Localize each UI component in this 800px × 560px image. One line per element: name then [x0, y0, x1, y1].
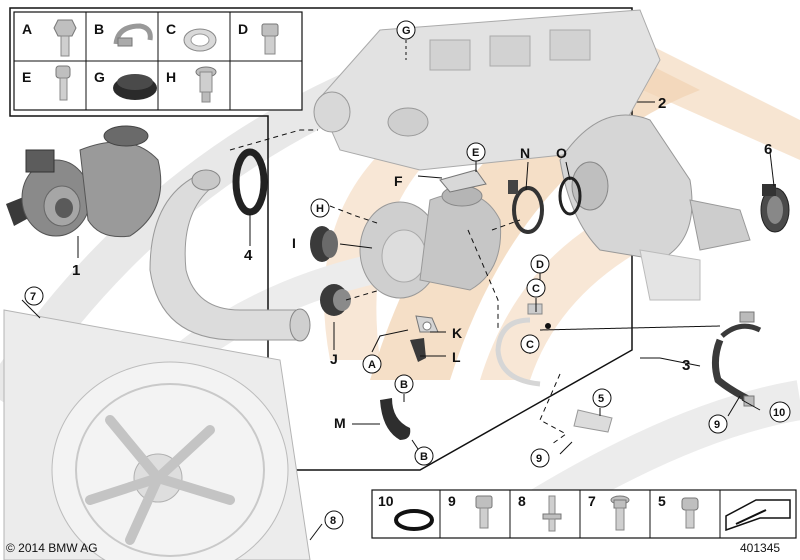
svg-text:A: A: [368, 359, 376, 371]
svg-text:B: B: [420, 451, 428, 463]
v-band-clamp-6: [760, 184, 790, 233]
svg-text:D: D: [536, 259, 544, 271]
svg-text:C: C: [532, 283, 540, 295]
legend-letter-g: G: [94, 69, 105, 85]
assembly-frame: [9, 7, 633, 471]
turbocharger-center: [359, 185, 502, 299]
callout-m: M: [334, 415, 346, 431]
bolt-icon: [53, 19, 77, 57]
callout-a: A: [362, 354, 382, 374]
torx-bolt-icon: [610, 495, 630, 531]
intake-pipe: [149, 169, 311, 342]
callout-c-bottom: C: [520, 334, 540, 354]
socket-bolt-icon: [55, 65, 71, 101]
part-label-2: 2: [658, 95, 666, 112]
legend-letter-e: E: [22, 69, 31, 85]
gasket-f: [439, 169, 487, 193]
callout-b-top: B: [394, 374, 414, 394]
legend-letter-b: B: [94, 21, 104, 37]
callout-d: D: [530, 254, 550, 274]
svg-text:9: 9: [714, 419, 720, 431]
hex-bolt-icon: [475, 495, 493, 529]
svg-text:5: 5: [598, 393, 604, 405]
diagram-number: 401345: [740, 541, 781, 555]
legend-letter-d: D: [238, 21, 248, 37]
intake-seal-i: [310, 226, 338, 262]
turbocharger-assembly: [6, 125, 162, 238]
callout-g: G: [396, 20, 416, 40]
legend-top: A B C D E G H: [13, 11, 303, 111]
callout-f: F: [394, 173, 403, 189]
callout-b-bottom: B: [414, 446, 434, 466]
part-label-5: 5: [592, 388, 612, 408]
gasket-ring-icon: [183, 28, 217, 52]
callout-k: K: [452, 325, 462, 341]
callout-o: O: [556, 145, 567, 161]
part-label-4: 4: [244, 247, 253, 264]
copyright-notice: © 2014 BMW AG: [6, 541, 98, 555]
v-band-clamp-n: [508, 180, 544, 234]
legend-letter-a: A: [22, 21, 32, 37]
svg-text:C: C: [526, 339, 534, 351]
legend-number-9: 9: [448, 493, 456, 509]
callout-c-top: C: [526, 278, 546, 298]
svg-text:9: 9: [536, 453, 542, 465]
intake-seal-j: [320, 284, 351, 316]
part-label-9-bracket: 9: [530, 448, 550, 468]
oil-pipe-c: [495, 303, 543, 387]
diesel-particulate-filter: [559, 114, 751, 301]
oil-feed-line: [711, 311, 762, 407]
svg-text:B: B: [400, 379, 408, 391]
part-label-8: 8: [324, 510, 344, 530]
part-label-3: 3: [682, 357, 690, 374]
callout-h: H: [310, 198, 330, 218]
svg-text:8: 8: [330, 515, 336, 527]
rubber-cap-icon: [113, 74, 157, 100]
legend-letter-h: H: [166, 69, 176, 85]
svg-text:10: 10: [773, 407, 785, 419]
fan-shroud: [3, 309, 311, 560]
torx-screw-icon: [195, 66, 217, 103]
hose-m: [380, 398, 411, 440]
part-label-9-line: 9: [708, 414, 728, 434]
bracket-5: [573, 409, 613, 433]
callout-i: I: [292, 235, 296, 251]
svg-text:7: 7: [30, 291, 36, 303]
hollow-bolt-icon: [261, 23, 279, 55]
svg-text:E: E: [472, 147, 479, 159]
callout-l: L: [452, 349, 461, 365]
part-label-7: 7: [24, 286, 44, 306]
callout-j: J: [330, 351, 338, 367]
connection-dot: [545, 323, 551, 329]
svg-text:G: G: [402, 25, 411, 37]
legend-number-7: 7: [588, 493, 596, 509]
callout-n: N: [520, 145, 530, 161]
legend-number-5: 5: [658, 493, 666, 509]
legend-number-10: 10: [378, 493, 394, 509]
hose-clamp-icon: [113, 23, 153, 47]
o-ring-icon: [394, 509, 434, 531]
legend-number-8: 8: [518, 493, 526, 509]
part-label-10: 10: [769, 401, 791, 423]
callout-e: E: [466, 142, 486, 162]
cylinder-head-cover: [313, 9, 661, 171]
svg-text:H: H: [316, 203, 324, 215]
flange-bolt-icon: [681, 497, 699, 529]
seal-ring-4: [232, 148, 268, 216]
legend-letter-c: C: [166, 21, 176, 37]
part-label-6: 6: [764, 141, 772, 158]
legend-bottom: 10 9 8 7 5: [371, 489, 797, 539]
stud-icon: [542, 495, 562, 532]
part-label-1: 1: [72, 262, 80, 279]
arrow-indicator-icon: [725, 499, 791, 532]
